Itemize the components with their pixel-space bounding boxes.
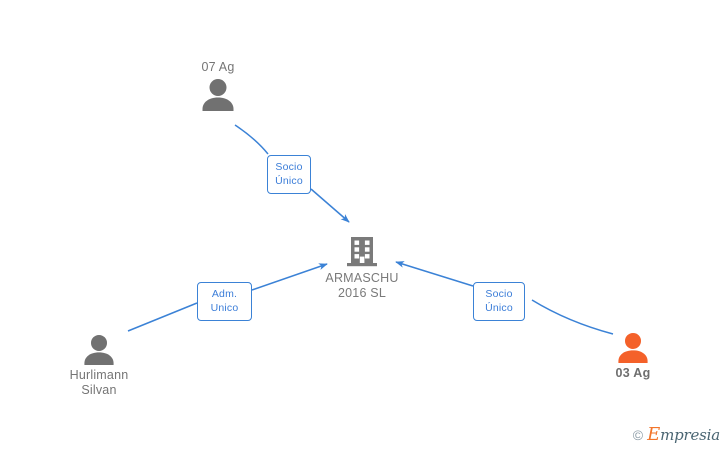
edge-left-person-to-company bbox=[127, 302, 198, 332]
empresia-logo-lead: E bbox=[647, 424, 661, 445]
watermark: © Empresia bbox=[632, 424, 720, 445]
relation-label-left[interactable]: Adm. Unico bbox=[197, 282, 252, 321]
edge-top-person-to-company bbox=[234, 124, 269, 155]
node-company[interactable]: ARMASCHU 2016 SL bbox=[282, 234, 442, 301]
relation-label-right[interactable]: Socio Único bbox=[473, 282, 525, 321]
relation-label-top[interactable]: Socio Único bbox=[267, 155, 311, 194]
node-company-label: ARMASCHU 2016 SL bbox=[325, 271, 399, 300]
node-top-person-label: 07 Ag bbox=[201, 60, 235, 74]
node-right-person[interactable]: 03 Ag bbox=[553, 332, 713, 381]
building-icon bbox=[345, 234, 379, 268]
empresia-logo: Empresia bbox=[647, 424, 720, 445]
person-icon bbox=[615, 332, 651, 364]
edge-right-person-to-company bbox=[531, 299, 614, 335]
empresia-logo-rest: mpresia bbox=[660, 426, 720, 444]
node-left-person-label: Hurlimann Silvan bbox=[69, 368, 129, 397]
node-left-person[interactable]: Hurlimann Silvan bbox=[19, 334, 179, 398]
person-icon bbox=[81, 334, 117, 366]
edge-top-label-to-company bbox=[310, 188, 350, 223]
copyright-icon: © bbox=[632, 427, 644, 443]
edge-left-label-to-company bbox=[251, 263, 328, 291]
person-icon bbox=[199, 78, 237, 112]
node-top-person[interactable]: 07 Ag bbox=[138, 60, 298, 112]
edge-right-label-to-company bbox=[395, 261, 474, 287]
node-right-person-label: 03 Ag bbox=[615, 366, 651, 380]
